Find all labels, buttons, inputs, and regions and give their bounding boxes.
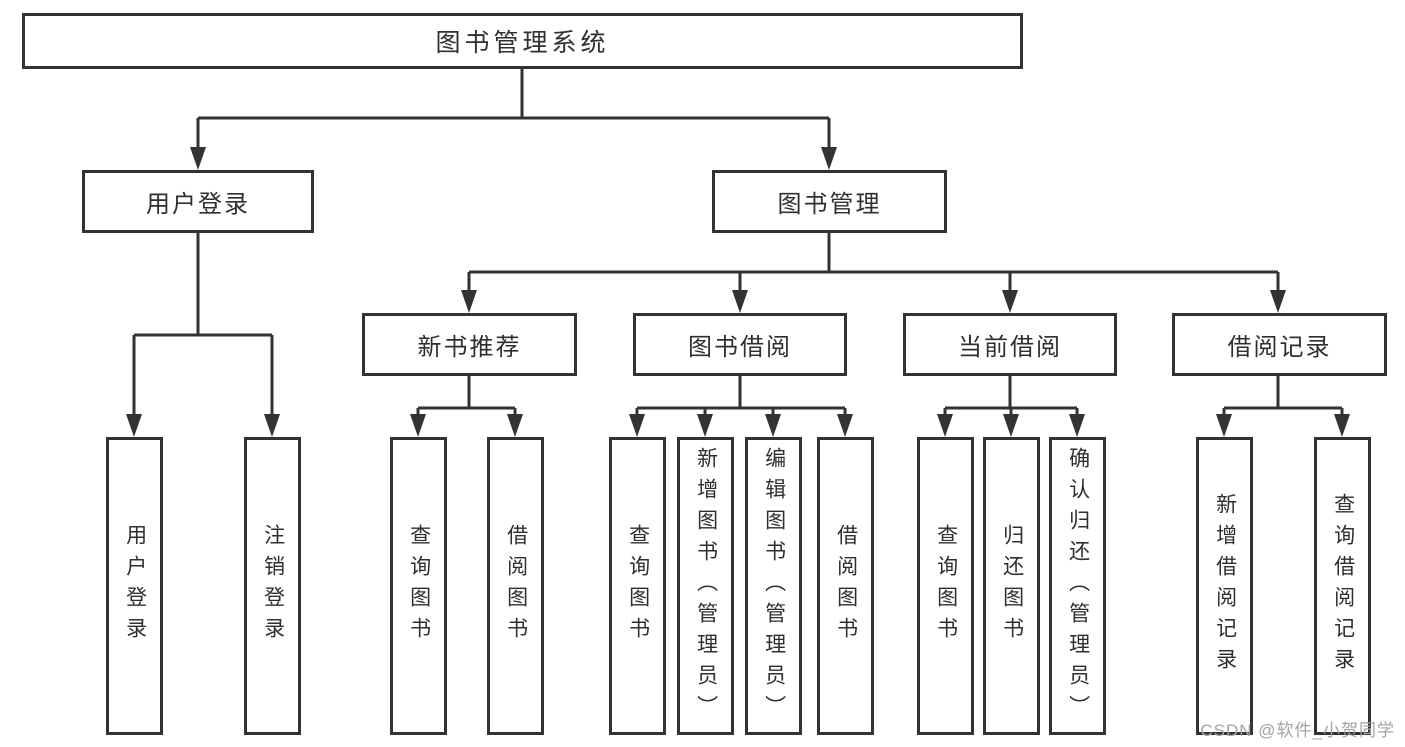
leaf-label: 注销登录	[261, 524, 285, 648]
leaf-query-books-current: 查询图书	[917, 437, 974, 735]
node-book-management: 图书管理	[712, 170, 947, 233]
arrowhead-icon	[937, 414, 953, 437]
node-current-borrowing: 当前借阅	[903, 313, 1117, 376]
arrowhead-icon	[821, 147, 837, 170]
leaf-query-books-recommend: 查询图书	[390, 437, 447, 735]
leaf-label: 查询图书	[626, 524, 650, 648]
leaf-label: 归还图书	[1000, 524, 1024, 648]
node-borrowing-records: 借阅记录	[1172, 313, 1387, 376]
leaf-label: 编辑图书（管理员）	[762, 446, 786, 726]
node-new-book-recommend: 新书推荐	[362, 313, 577, 376]
leaf-logout: 注销登录	[244, 437, 301, 735]
arrowhead-icon	[126, 414, 142, 437]
connector-borrowrecords-to-leaves	[1222, 376, 1344, 416]
connector-bookborrow-to-leaves	[635, 376, 847, 416]
leaf-label: 查询图书	[407, 524, 431, 648]
arrowhead-icon	[1334, 414, 1350, 437]
arrowhead-icon	[1002, 290, 1018, 313]
leaf-return-book: 归还图书	[983, 437, 1040, 735]
node-library-management-system: 图书管理系统	[22, 13, 1023, 69]
connector-root-to-level2	[196, 69, 831, 150]
arrowhead-icon	[264, 414, 280, 437]
arrowhead-icon	[1270, 290, 1286, 313]
arrowheads	[126, 147, 1350, 437]
arrowhead-icon	[190, 147, 206, 170]
leaf-add-borrow-record: 新增借阅记录	[1196, 437, 1253, 735]
connector-paths	[132, 69, 1344, 416]
node-user-login: 用户登录	[82, 170, 314, 233]
arrowhead-icon	[410, 414, 426, 437]
leaf-query-borrow-record: 查询借阅记录	[1314, 437, 1371, 735]
connector-bookmgmt-to-level3	[467, 233, 1280, 292]
arrowhead-icon	[1216, 414, 1232, 437]
arrowhead-icon	[1003, 414, 1019, 437]
arrowhead-icon	[461, 290, 477, 313]
arrowhead-icon	[697, 414, 713, 437]
connector-currentborrow-to-leaves	[943, 376, 1079, 416]
arrowhead-icon	[629, 414, 645, 437]
arrowhead-icon	[732, 290, 748, 313]
connector-userlogin-to-leaves	[132, 233, 274, 416]
node-book-borrowing: 图书借阅	[633, 313, 847, 376]
connector-newbookrec-to-leaves	[416, 376, 517, 416]
leaf-user-login: 用户登录	[106, 437, 163, 735]
leaf-add-book-admin: 新增图书（管理员）	[677, 437, 734, 735]
leaf-label: 查询借阅记录	[1331, 493, 1355, 679]
leaf-label: 借阅图书	[504, 524, 528, 648]
arrowhead-icon	[837, 414, 853, 437]
leaf-query-books-borrowing: 查询图书	[609, 437, 666, 735]
leaf-label: 用户登录	[123, 524, 147, 648]
leaf-label: 确认归还（管理员）	[1066, 446, 1090, 726]
arrowhead-icon	[507, 414, 523, 437]
leaf-edit-book-admin: 编辑图书（管理员）	[745, 437, 802, 735]
leaf-confirm-return-admin: 确认归还（管理员）	[1049, 437, 1106, 735]
csdn-watermark: CSDN @软件_小贺同学	[1200, 721, 1395, 740]
leaf-borrow-books-recommend: 借阅图书	[487, 437, 544, 735]
leaf-label: 新增图书（管理员）	[694, 446, 718, 726]
leaf-label: 查询图书	[934, 524, 958, 648]
leaf-borrow-books: 借阅图书	[817, 437, 874, 735]
arrowhead-icon	[765, 414, 781, 437]
leaf-label: 借阅图书	[834, 524, 858, 648]
arrowhead-icon	[1069, 414, 1085, 437]
leaf-label: 新增借阅记录	[1213, 493, 1237, 679]
